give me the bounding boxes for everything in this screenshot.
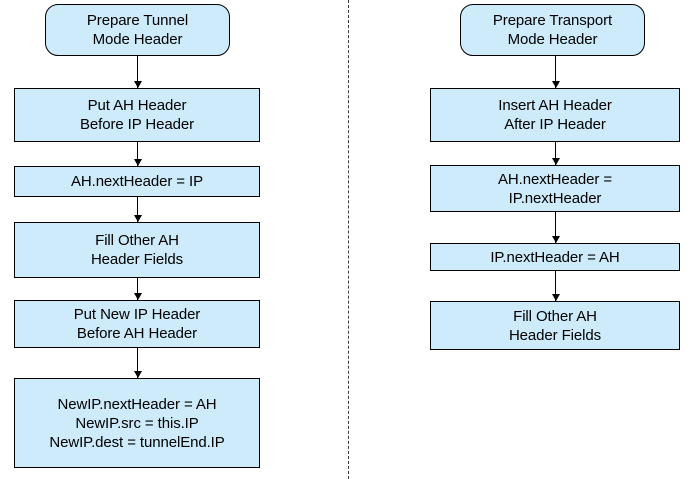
node-label-line: NewIP.src = this.IP <box>75 414 199 432</box>
arrowhead-icon <box>551 158 560 165</box>
flowchart-node-r3: AH.nextHeader =IP.nextHeader <box>430 165 680 212</box>
flow-connector <box>555 142 556 165</box>
flowchart-node-l3: AH.nextHeader = IP <box>14 166 260 197</box>
node-label-line: IP.nextHeader = AH <box>490 248 620 266</box>
flow-connector <box>137 278 138 300</box>
node-label-line: After IP Header <box>504 116 606 133</box>
arrowhead-icon <box>133 293 142 300</box>
node-label-line: Mode Header <box>92 31 183 48</box>
arrowhead-icon <box>551 294 560 301</box>
arrowhead-icon <box>551 81 560 88</box>
node-label-line: Put AH Header <box>87 97 187 114</box>
node-label-line: Insert AH Header <box>498 97 612 114</box>
arrowhead-icon <box>133 371 142 378</box>
node-label-line: IP.nextHeader <box>508 189 602 207</box>
flow-connector <box>555 271 556 301</box>
node-label-line: AH.nextHeader = IP <box>70 173 204 190</box>
node-label-line: Fill Other AH <box>513 307 597 325</box>
arrowhead-icon <box>133 215 142 222</box>
node-label-line: NewIP.dest = tunnelEnd.IP <box>49 433 225 451</box>
node-label-line: AH.nextHeader = <box>498 170 612 188</box>
node-label-line: Prepare Transport <box>492 12 613 29</box>
node-label-line: Before IP Header <box>79 116 195 133</box>
node-label-line: Header Fields <box>508 326 602 344</box>
flowchart-node-l4: Fill Other AH Header Fields <box>14 222 260 278</box>
flowchart-node-r4: IP.nextHeader = AH <box>430 243 680 271</box>
column-divider <box>348 0 349 479</box>
node-label-line: Before AH Header <box>76 325 198 342</box>
node-label-line: Prepare Tunnel <box>86 12 189 29</box>
flow-connector <box>137 56 138 88</box>
flow-connector <box>137 197 138 222</box>
arrowhead-icon <box>133 159 142 166</box>
arrowhead-icon <box>551 236 560 243</box>
arrowhead-icon <box>133 81 142 88</box>
node-label-line: Header Fields <box>90 251 184 268</box>
flow-connector <box>555 56 556 88</box>
node-label-line: Mode Header <box>507 31 598 48</box>
flow-connector <box>137 142 138 166</box>
node-label-line: Put New IP Header <box>73 306 201 323</box>
node-label-line: NewIP.nextHeader = AH <box>57 395 217 413</box>
flow-connector <box>137 348 138 378</box>
flow-connector <box>555 212 556 243</box>
node-label-line: Fill Other AH <box>95 232 179 249</box>
